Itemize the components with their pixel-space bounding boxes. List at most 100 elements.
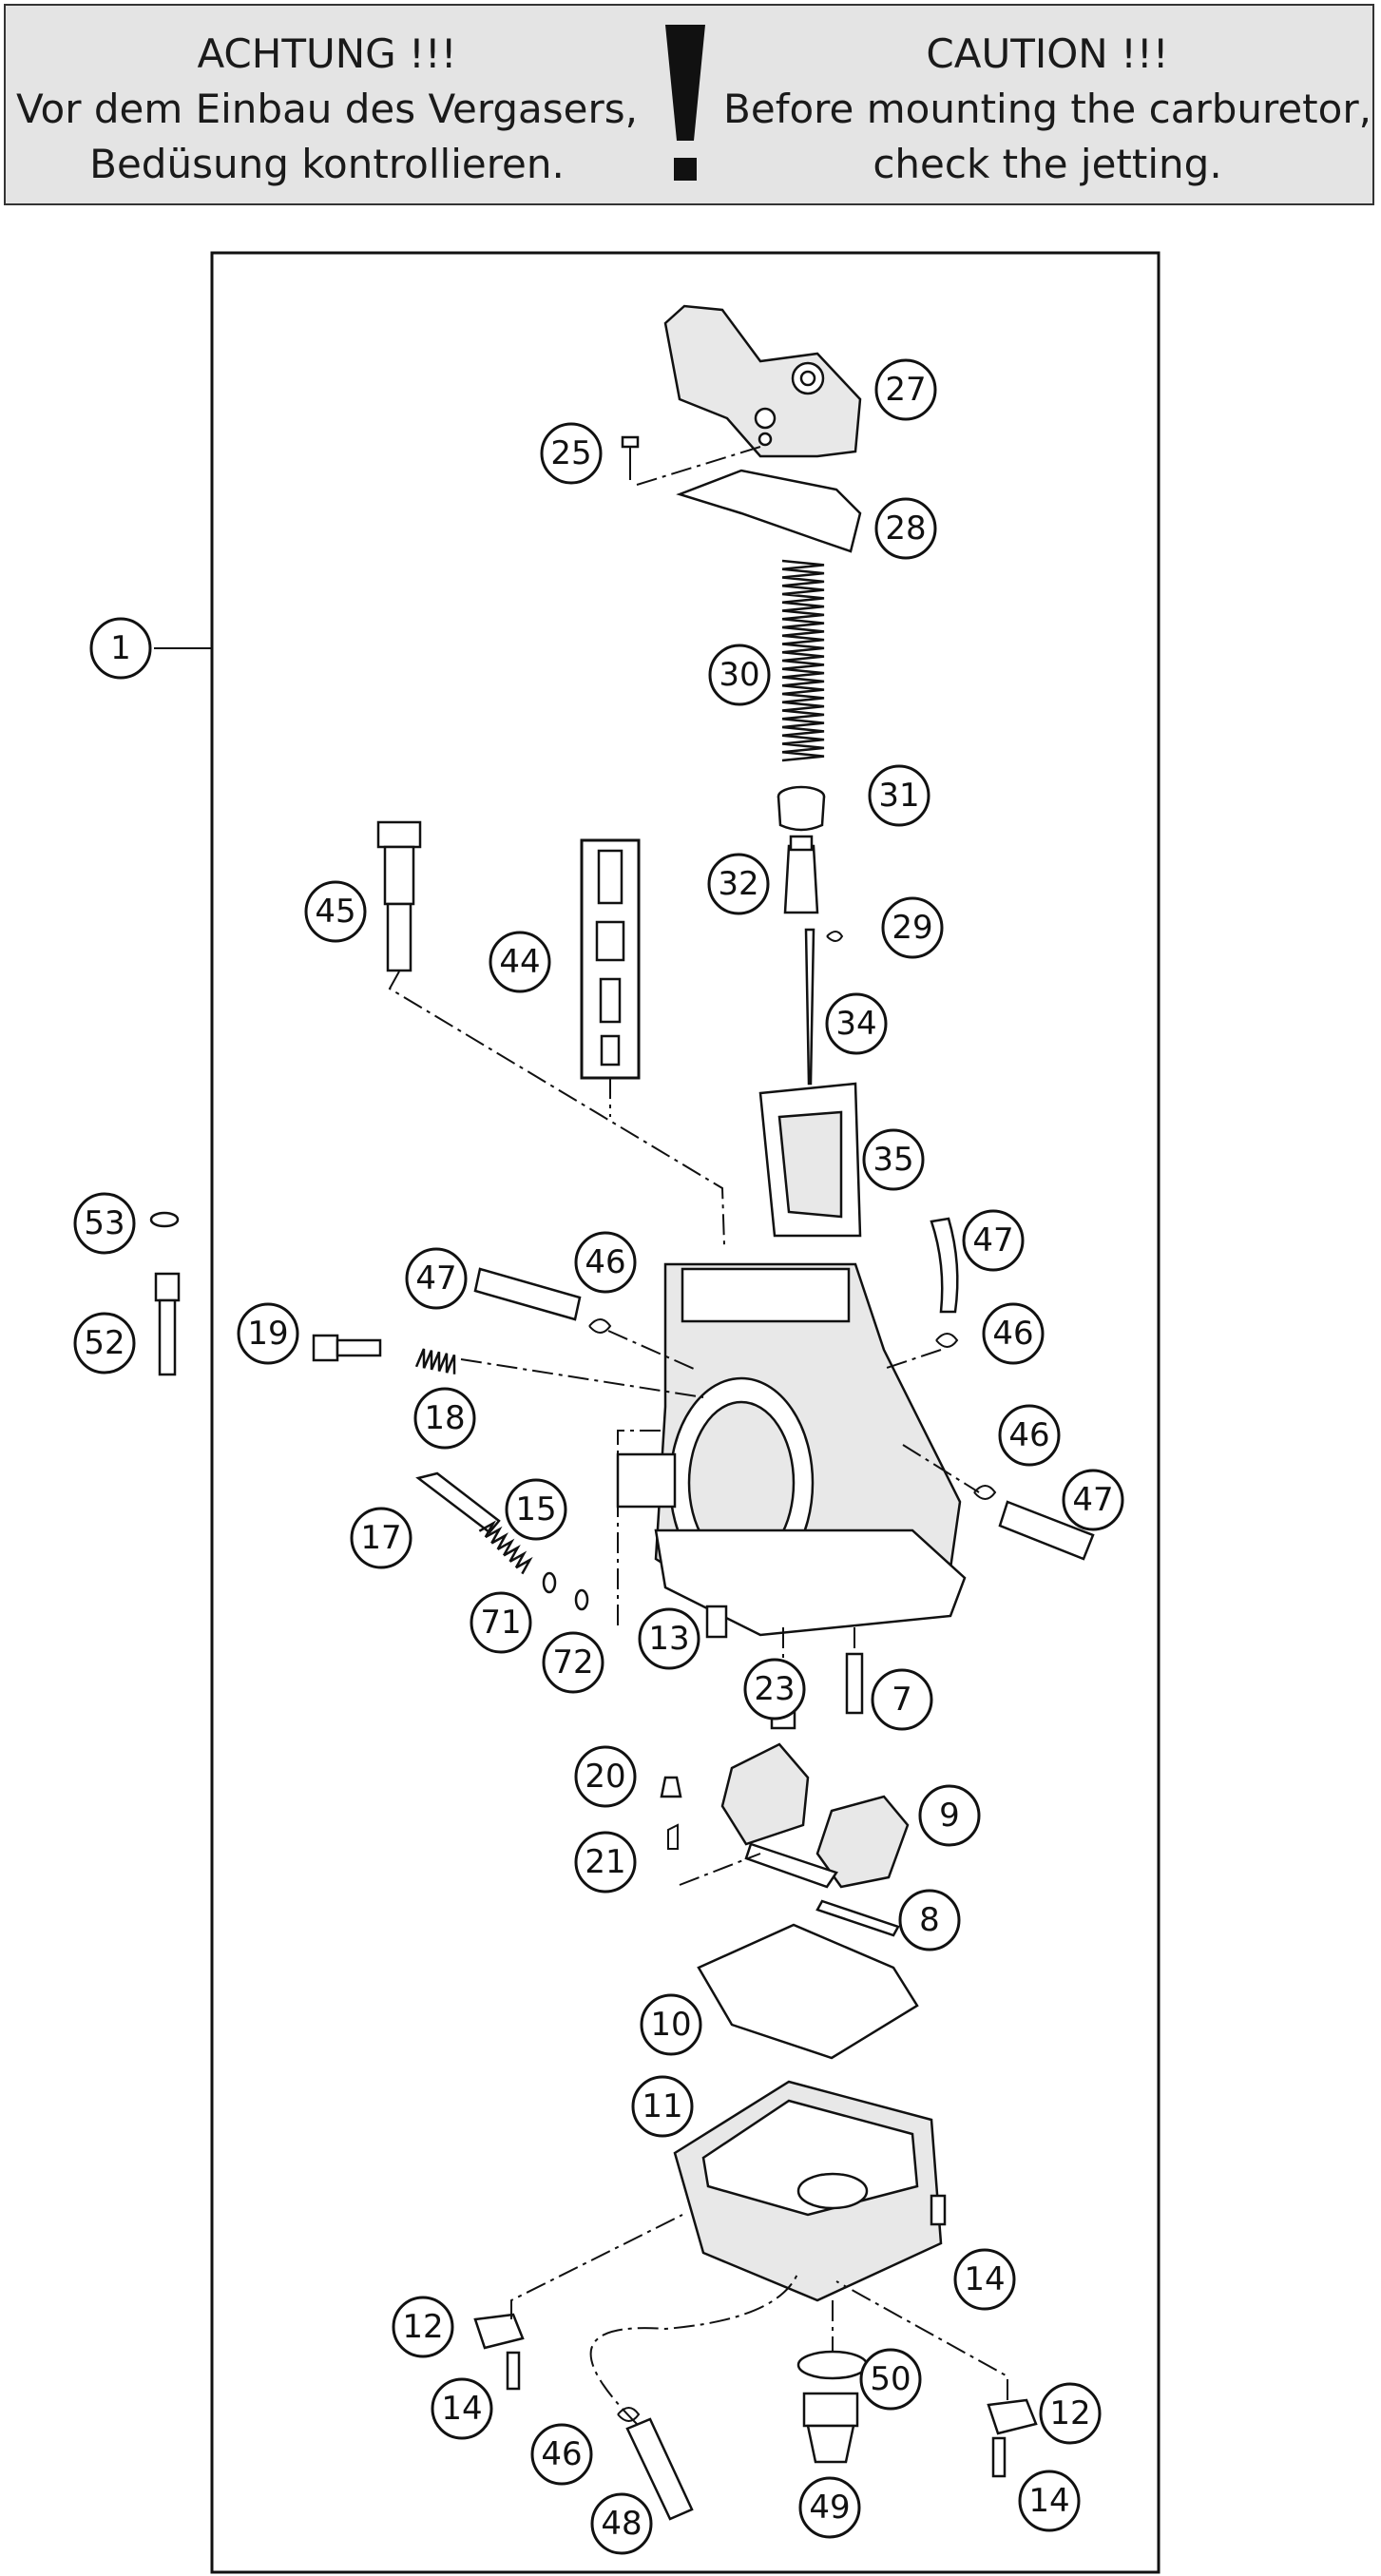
- leader-line: [902, 1444, 980, 1493]
- part-number-label: 18: [424, 1399, 465, 1437]
- part-callout-14: 14: [1018, 2470, 1081, 2532]
- hose-clip-part: [617, 2407, 641, 2422]
- part-callout-14: 14: [953, 2248, 1016, 2311]
- o-ring-part: [574, 1588, 589, 1611]
- part-callout-53: 53: [73, 1192, 136, 1255]
- part-number-label: 23: [754, 1670, 795, 1708]
- part-number-label: 14: [441, 2390, 482, 2428]
- part-number-label: 11: [642, 2087, 682, 2125]
- part-number-label: 34: [835, 1005, 876, 1043]
- part-callout-44: 44: [489, 931, 551, 993]
- part-callout-29: 29: [881, 896, 944, 959]
- carburetor-body-part: [616, 1262, 967, 1637]
- float-clip-part: [667, 1823, 679, 1850]
- part-number-label: 32: [718, 865, 758, 903]
- part-number-label: 19: [247, 1315, 288, 1353]
- part-callout-71: 71: [470, 1591, 532, 1654]
- part-callout-14: 14: [431, 2377, 493, 2440]
- needle-clip-part: [826, 931, 844, 942]
- warning-german-title: ACHTUNG !!!: [197, 30, 457, 77]
- part-callout-9: 9: [918, 1784, 981, 1847]
- idle-adjuster-part: [376, 820, 422, 972]
- bracket-screw-part: [506, 2351, 521, 2391]
- drain-plug-o-ring-part: [796, 2350, 869, 2380]
- part-callout-13: 13: [638, 1607, 700, 1670]
- leader-line: [607, 1330, 695, 1370]
- part-callout-31: 31: [868, 764, 930, 827]
- part-callout-47: 47: [1062, 1469, 1124, 1531]
- part-callout-49: 49: [798, 2476, 861, 2539]
- air-screw-part: [312, 1334, 382, 1362]
- warning-english-title: CAUTION !!!: [926, 30, 1169, 77]
- warning-german-line-2: Bedüsung kontrollieren.: [89, 141, 565, 187]
- part-callout-15: 15: [505, 1478, 567, 1541]
- vent-tube-part: [473, 1267, 582, 1321]
- part-callout-23: 23: [743, 1658, 806, 1721]
- leader-line: [883, 1349, 942, 1370]
- part-number-label: 1: [110, 629, 131, 667]
- bracket-part: [987, 2398, 1038, 2435]
- hose-clip-part: [588, 1318, 612, 1334]
- air-screw-spring-part: [414, 1348, 456, 1375]
- float-bowl-gasket-part: [697, 1923, 919, 2060]
- part-callout-12: 12: [1039, 2382, 1102, 2445]
- float-needle-part: [660, 1776, 682, 1798]
- bowl-screw-part: [930, 2194, 947, 2226]
- part-number-label: 15: [515, 1490, 556, 1528]
- part-callout-11: 11: [631, 2075, 694, 2138]
- part-number-label: 48: [601, 2505, 642, 2543]
- part-number-label: 47: [972, 1221, 1013, 1259]
- hose-clip-part: [973, 1485, 997, 1500]
- leader-line: [835, 2280, 1008, 2400]
- screw-part: [621, 435, 640, 480]
- part-number-label: 9: [939, 1797, 960, 1835]
- part-number-label: 71: [480, 1604, 521, 1642]
- throttle-slide-part: [758, 1082, 862, 1238]
- exclamation-icon: [665, 25, 705, 181]
- part-number-label: 8: [919, 1901, 940, 1939]
- part-number-label: 50: [870, 2360, 911, 2398]
- part-number-label: 21: [585, 1843, 625, 1881]
- part-callout-30: 30: [708, 644, 771, 706]
- part-number-label: 72: [552, 1644, 593, 1682]
- part-number-label: 14: [1028, 2482, 1069, 2520]
- part-callout-27: 27: [874, 358, 937, 421]
- drain-plug-part: [802, 2392, 859, 2464]
- small-o-ring-part: [149, 1211, 180, 1228]
- part-callout-46: 46: [982, 1302, 1045, 1365]
- bracket-screw-part: [991, 2436, 1007, 2478]
- washer-part: [542, 1571, 557, 1594]
- part-callout-20: 20: [574, 1745, 637, 1808]
- jet-kit-part: [580, 838, 641, 1080]
- idle-screw-part: [415, 1471, 501, 1534]
- float-bowl-part: [673, 2080, 943, 2302]
- part-callout-32: 32: [707, 853, 770, 915]
- bracket-part: [473, 2313, 525, 2350]
- part-number-label: 27: [885, 371, 926, 409]
- part-number-label: 44: [499, 943, 540, 981]
- part-callout-46: 46: [998, 1404, 1061, 1467]
- part-callout-48: 48: [590, 2492, 653, 2555]
- part-callout-46: 46: [530, 2423, 593, 2486]
- jet-needle-part: [804, 928, 815, 1086]
- leader-line: [679, 1853, 761, 1886]
- part-callout-8: 8: [898, 1889, 961, 1951]
- part-number-label: 30: [719, 656, 759, 694]
- vent-tube-part: [998, 1500, 1095, 1561]
- spring-cap-part: [777, 785, 826, 832]
- part-number-label: 46: [541, 2435, 582, 2473]
- part-number-label: 46: [585, 1243, 625, 1281]
- part-number-label: 52: [84, 1324, 125, 1362]
- leader-line: [589, 2271, 799, 2425]
- part-number-label: 13: [648, 1620, 689, 1658]
- warning-banner: ACHTUNG !!! Vor dem Einbau des Vergasers…: [4, 4, 1374, 205]
- part-callout-21: 21: [574, 1831, 637, 1894]
- leader-line: [510, 2214, 683, 2319]
- part-callout-50: 50: [859, 2348, 922, 2411]
- spring-part: [781, 559, 825, 762]
- part-number-label: 17: [360, 1519, 401, 1557]
- vent-tube-part: [930, 1217, 959, 1314]
- part-callout-47: 47: [962, 1209, 1025, 1272]
- part-number-label: 35: [873, 1141, 913, 1179]
